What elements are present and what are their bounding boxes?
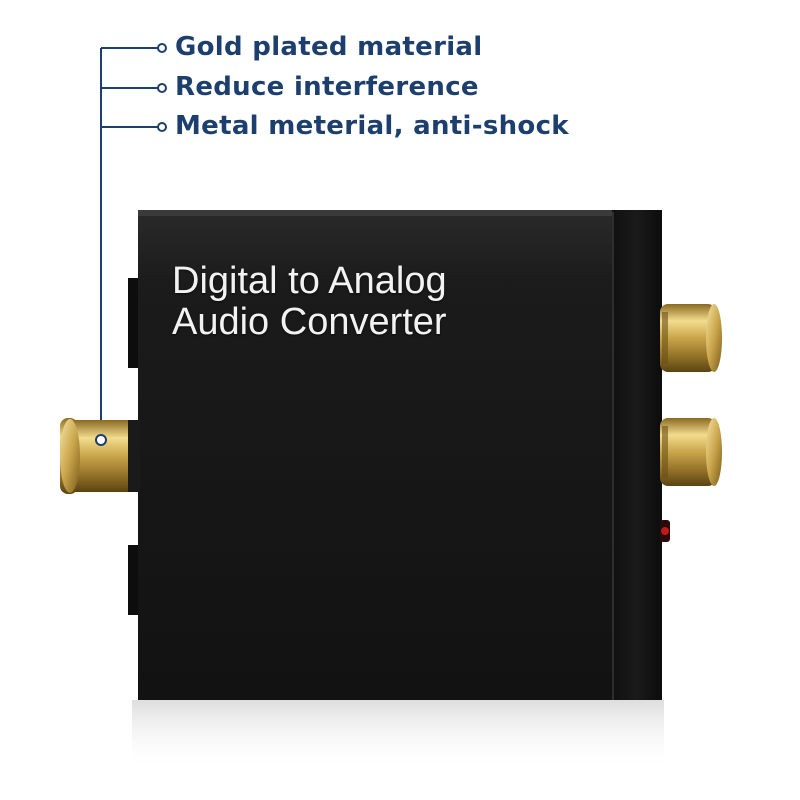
callout-dot <box>157 43 167 53</box>
box-left-edge <box>128 278 140 368</box>
callout-dot <box>157 83 167 93</box>
feature-gold-plated: Gold plated material <box>175 32 483 62</box>
input-connector <box>60 418 140 494</box>
rca-connector-lower <box>660 418 722 486</box>
feature-reduce-interference: Reduce interference <box>175 72 479 102</box>
feature-metal-material: Metal meterial, anti-shock <box>175 111 569 141</box>
body-top-highlight <box>138 210 614 216</box>
power-indicator <box>660 520 670 542</box>
converter-side-panel <box>612 210 662 700</box>
rca-connector-upper <box>660 304 722 372</box>
product-title-line1: Digital to Analog <box>172 260 447 302</box>
floor-reflection <box>132 700 664 770</box>
converter-body <box>138 210 614 700</box>
box-left-edge-lower <box>128 545 140 615</box>
callout-dot <box>157 122 167 132</box>
product-title-line2: Audio Converter <box>172 301 447 343</box>
callout-lines <box>100 47 158 440</box>
callout-dots <box>157 43 167 132</box>
